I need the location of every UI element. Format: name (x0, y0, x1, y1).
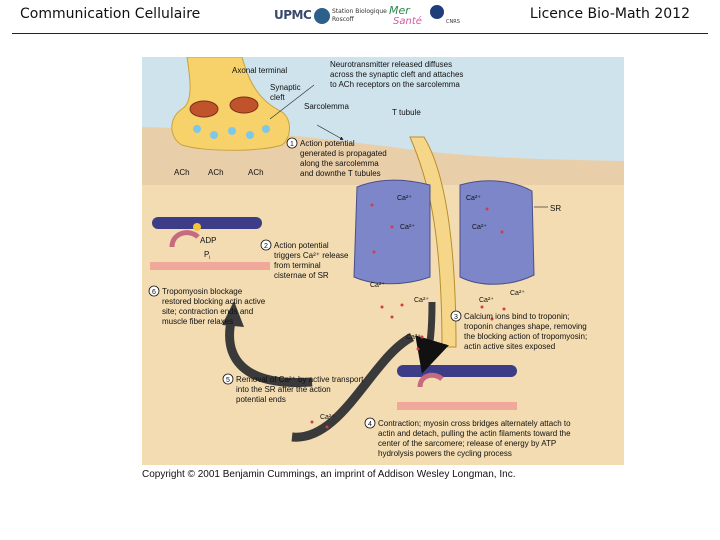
svg-text:Contraction; myosin cross brid: Contraction; myosin cross bridges altern… (378, 419, 571, 428)
ca-label-sr-right-top: Ca²⁺ (466, 195, 481, 202)
ca-label-removal: Ca²⁺ (320, 414, 335, 421)
label-sr: SR (550, 204, 561, 213)
label-neuro-3: to ACh receptors on the sarcolemma (330, 80, 460, 89)
leader-sarcolemma (316, 124, 344, 140)
label-pi: P (204, 250, 209, 259)
label-ach-3: ACh (248, 168, 264, 177)
synaptic-vesicles (193, 125, 270, 139)
ca-label-sr-left-top: Ca²⁺ (397, 195, 412, 202)
label-t-tubule: T tubule (392, 108, 421, 117)
sr-right (459, 180, 535, 285)
label-neuro-2: across the synaptic cleft and attaches (330, 70, 463, 79)
svg-text:and downthe T tubules: and downthe T tubules (300, 169, 381, 178)
ca-label-binding: Ca²⁺ (406, 334, 421, 341)
cycle-arrow-left (225, 315, 313, 388)
svg-text:Action potential: Action potential (300, 139, 355, 148)
cnrs-logo-text: CNRS (446, 19, 460, 25)
ca-label-sr-right-mid: Ca²⁺ (472, 224, 487, 231)
step-5: 5 Removal of Ca²⁺ by active transport in… (222, 373, 364, 404)
label-adp: ADP (200, 236, 216, 245)
svg-text:restored blocking actin active: restored blocking actin active (162, 297, 266, 306)
svg-text:6: 6 (152, 289, 156, 296)
svg-text:Tropomyosin blockage: Tropomyosin blockage (162, 287, 243, 296)
svg-text:generated is propagated: generated is propagated (300, 149, 387, 158)
svg-text:center of the sarcomere; relea: center of the sarcomere; release of ener… (378, 439, 556, 448)
ca-label-release-right: Ca²⁺ (510, 290, 525, 297)
mitochondrion-2 (229, 96, 259, 114)
svg-text:triggers Ca²⁺ release: triggers Ca²⁺ release (274, 251, 349, 260)
mer-sante-logo-2: Santé (393, 16, 422, 27)
ca-label-release-center-left: Ca²⁺ (414, 297, 429, 304)
sr-left (353, 179, 431, 285)
cycle-arrow-right (291, 332, 415, 442)
svg-text:4: 4 (368, 421, 372, 428)
header-rule (12, 33, 708, 34)
header-left-title: Communication Cellulaire (20, 6, 201, 22)
myofilament-top-left (150, 217, 270, 270)
mer-sante-logo-1: Mer (389, 4, 410, 17)
svg-text:Action potential: Action potential (274, 241, 329, 250)
station-logo-icon (314, 8, 330, 24)
svg-text:muscle fiber relaxes: muscle fiber relaxes (162, 317, 233, 326)
ca-label-release-center-right: Ca²⁺ (479, 297, 494, 304)
step-4: 4 Contraction; myosin cross bridges alte… (364, 417, 571, 458)
leader-neuro (269, 84, 315, 120)
logo-strip: UPMC Station Biologique Roscoff Mer Sant… (272, 2, 467, 30)
svg-text:from terminal: from terminal (274, 261, 321, 270)
svg-text:3: 3 (454, 314, 458, 321)
label-pi-sub: i (209, 255, 210, 261)
svg-text:Removal of Ca²⁺ by active tran: Removal of Ca²⁺ by active transport (236, 375, 364, 384)
cnrs-logo-icon (430, 5, 444, 19)
figure: Axonal terminal Synaptic cleft Neurotran… (142, 56, 624, 465)
ca-label-sr-left-mid: Ca²⁺ (400, 224, 415, 231)
svg-text:cisternae of SR: cisternae of SR (274, 271, 329, 280)
svg-text:hydrolysis powers the cycling: hydrolysis powers the cycling process (378, 449, 512, 458)
label-synaptic-cleft-1: Synaptic (270, 83, 301, 92)
svg-text:1: 1 (290, 141, 294, 148)
station-logo-text-2: Roscoff (332, 16, 354, 23)
upmc-logo: UPMC (274, 8, 312, 22)
step-1: 1 Action potential generated is propagat… (286, 137, 387, 178)
label-ach-2: ACh (208, 168, 224, 177)
step-2: 2 Action potential triggers Ca²⁺ release… (260, 239, 349, 280)
ca-label-release-left: Ca²⁺ (370, 282, 385, 289)
label-ach-1: ACh (174, 168, 190, 177)
svg-text:Calcium ions bind to troponin;: Calcium ions bind to troponin; (464, 312, 569, 321)
label-synaptic-cleft-2: cleft (270, 93, 285, 102)
svg-text:5: 5 (226, 377, 230, 384)
label-axonal-terminal: Axonal terminal (232, 66, 287, 75)
svg-text:actin and detach, pulling the: actin and detach, pulling the actin fila… (378, 429, 571, 438)
label-sarcolemma: Sarcolemma (304, 102, 349, 111)
mitochondrion-1 (189, 100, 219, 118)
label-neuro-1: Neurotransmitter released diffuses (330, 60, 452, 69)
svg-text:along the sarcolemma: along the sarcolemma (300, 159, 379, 168)
ecc-diagram: Axonal terminal Synaptic cleft Neurotran… (142, 56, 624, 465)
svg-text:potential ends: potential ends (236, 395, 286, 404)
svg-text:troponin changes shape, removi: troponin changes shape, removing (464, 322, 587, 331)
svg-text:the blocking action of tropomy: the blocking action of tropomyosin; (464, 332, 587, 341)
svg-text:site; contraction ends and: site; contraction ends and (162, 307, 253, 316)
t-tubule (409, 136, 457, 348)
step-3: 3 Calcium ions bind to troponin; troponi… (450, 310, 587, 351)
cycle-arrow-down (415, 301, 449, 374)
copyright-text: Copyright © 2001 Benjamin Cummings, an i… (142, 469, 516, 480)
step-6: 6 Tropomyosin blockage restored blocking… (148, 285, 266, 326)
cycle-arrowhead-left (222, 301, 244, 327)
svg-text:actin active sites exposed: actin active sites exposed (464, 342, 555, 351)
calcium-ions (310, 203, 506, 429)
svg-text:into the SR after the action: into the SR after the action (236, 385, 331, 394)
header-right-title: Licence Bio-Math 2012 (529, 6, 690, 22)
svg-text:2: 2 (264, 243, 268, 250)
station-logo-text-1: Station Biologique (332, 8, 387, 15)
